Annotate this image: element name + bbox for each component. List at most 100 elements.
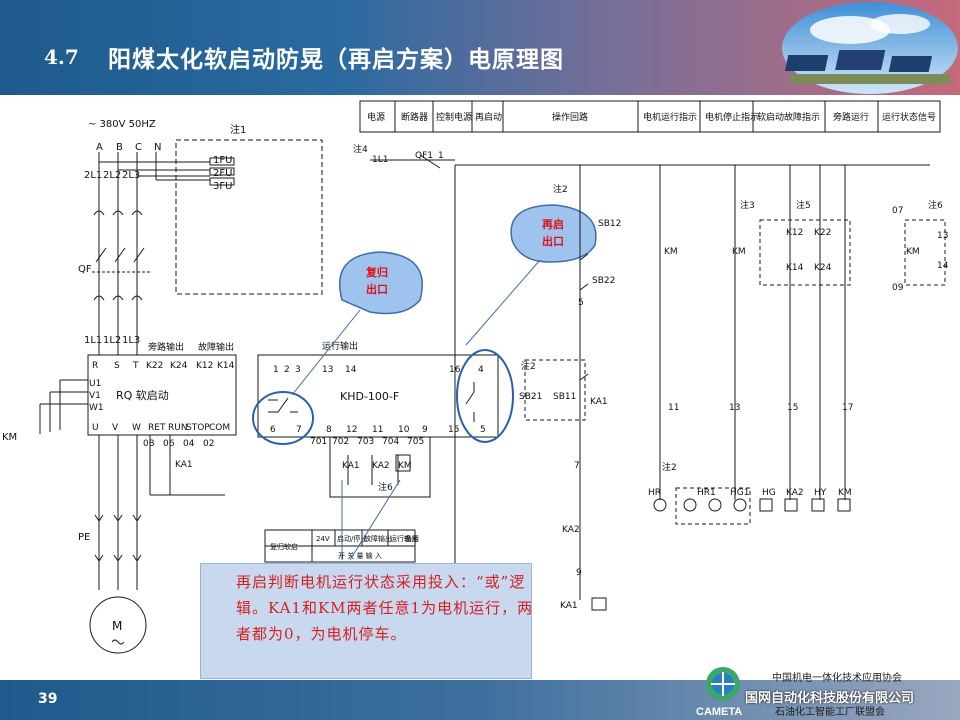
button-label: SB12 [598,219,621,229]
rq-title: RQ 软启动 [116,388,169,402]
callout-text: 出口 [542,234,564,248]
khd-terminal: 1 [273,365,279,375]
relay-label: KM [732,247,746,257]
khd-contact: KA2 [372,461,390,471]
khd-terminal: 703 [357,437,374,447]
title-bar: 4.7 阳煤太化软启动防晃（再启方案）电原理图 [0,0,960,95]
button-label: SB22 [592,276,615,286]
org-line-1: 中国机电一体化技术应用协会 [772,673,902,684]
table-cell: 备用 [405,534,419,543]
fuse-label: 3FU [213,181,232,192]
note-label: 注1 [230,123,246,136]
wire-label: 15 [787,403,798,413]
relay-label: KM [906,247,920,257]
motor-circuit [89,435,147,654]
khd-terminal: 702 [332,437,349,447]
rq-contact-label: KA1 [175,460,193,470]
khd-terminal: 701 [310,437,327,447]
rq-terminal: K22 [146,361,163,371]
organization-block: 中国机电一体化技术应用协会 [720,672,902,685]
khd-terminal: 9 [422,425,428,435]
relay-label: 13 [937,231,948,241]
bypass-contactor-label: KM [2,432,17,443]
fuse-label: 2FU [213,168,232,179]
rq-wire: 06 [163,439,175,449]
wire-label: 11 [668,403,679,413]
indicator-label: KM [838,488,852,498]
wire-label: 1L2 [103,335,121,346]
button-label: SB21 [519,392,542,402]
wire-label: 17 [842,403,853,413]
wire-label: 9 [576,568,582,578]
rq-terminal: RET [148,423,166,433]
header-cell: 运行状态信号 [882,111,936,123]
rq-terminal: R [92,361,98,371]
header-cell: 旁路运行 [833,111,869,123]
power-lines [92,139,323,355]
wire-label: 1L1 [84,335,102,346]
header-cell: 电机停止指示 [705,111,759,123]
khd-terminal: 15 [448,425,459,435]
relay-label: K12 [786,228,803,238]
logo-text: CAMETA [696,706,742,718]
rq-terminal: U [92,423,99,433]
callout-text: 复归 [365,265,388,279]
table-cell: 24V [316,535,330,543]
table-cell: 运行输出 [390,534,418,543]
relay-label: K14 [786,263,804,273]
header-cell: 电机运行指示 [643,111,697,123]
khd-terminal: 10 [398,425,410,435]
khd-terminal: 5 [480,425,486,435]
relay-label: K22 [814,228,831,238]
khd-title: KHD-100-F [340,390,399,403]
rq-wire: 02 [203,439,214,449]
relay-label: K24 [814,263,832,273]
khd-contact: KA1 [342,461,360,471]
reset-output-callout: 复归 出口 [291,251,423,396]
breaker-label: QF [78,264,92,275]
column-header-table: 电源 断路器 控制电源 再启动 操作回路 电机运行指示 电机停止指示 软启动故障… [359,100,941,133]
org-line-3: 石油化工智能工厂联盟会 [775,707,885,718]
table-cell: 开 关 量 输 入 [338,551,382,560]
header-cell: 软启动故障指示 [757,111,820,123]
phase-label: B [116,142,123,153]
wire-label: 2L2 [103,170,121,181]
rq-terminal: RUN [168,423,188,433]
rq-terminal: V1 [89,391,101,401]
header-cell: 电源 [367,111,385,123]
note-label: 注2 [662,461,677,473]
rq-terminal: T [132,361,139,371]
breaker-label: QF1 [415,151,433,161]
wire-label: 1L3 [122,335,140,346]
note-label: 注5 [796,199,811,211]
fuse-label: 1FU [213,155,232,166]
rq-bypass-label: 旁路输出 [148,341,184,353]
khd-terminal: 6 [270,425,276,435]
button-label: SB11 [553,392,576,402]
control-circuit [370,154,946,660]
khd-terminal: 14 [345,365,357,375]
khd-terminal: 3 [295,365,301,375]
rq-terminal: K14 [217,361,235,371]
khd-terminal: 13 [322,365,333,375]
slide-title: 阳煤太化软启动防晃（再启方案）电原理图 [108,47,564,73]
callout-text: 再启 [542,217,564,231]
note-label: 注6 [378,481,393,493]
khd-terminal: 8 [326,425,332,435]
wire-label: 1 [438,151,444,161]
explanation-text: 再启判断电机运行状态采用投入：“或”逻辑。KA1和KM两者任意1为电机运行，两者… [236,573,534,643]
wire-label: 13 [729,403,740,413]
header-cell: 控制电源 [436,111,472,123]
relay-label: KA2 [562,525,580,535]
digital-input-table: 复归软启 24V 启动/停止 故障输出 运行输出 备用 开 关 量 输 入 [264,479,419,563]
supply-label: ~ 380V 50HZ [88,119,156,130]
phase-label: N [154,142,161,153]
section-number: 4.7 [44,45,79,69]
note-label: 注3 [740,199,755,211]
phase-label: A [96,142,103,153]
rq-terminal: S [114,361,120,371]
phase-label: C [135,142,142,153]
relay-label: KM [664,247,678,257]
motor-label: M [112,619,122,633]
wire-label: 1L1 [372,155,388,165]
